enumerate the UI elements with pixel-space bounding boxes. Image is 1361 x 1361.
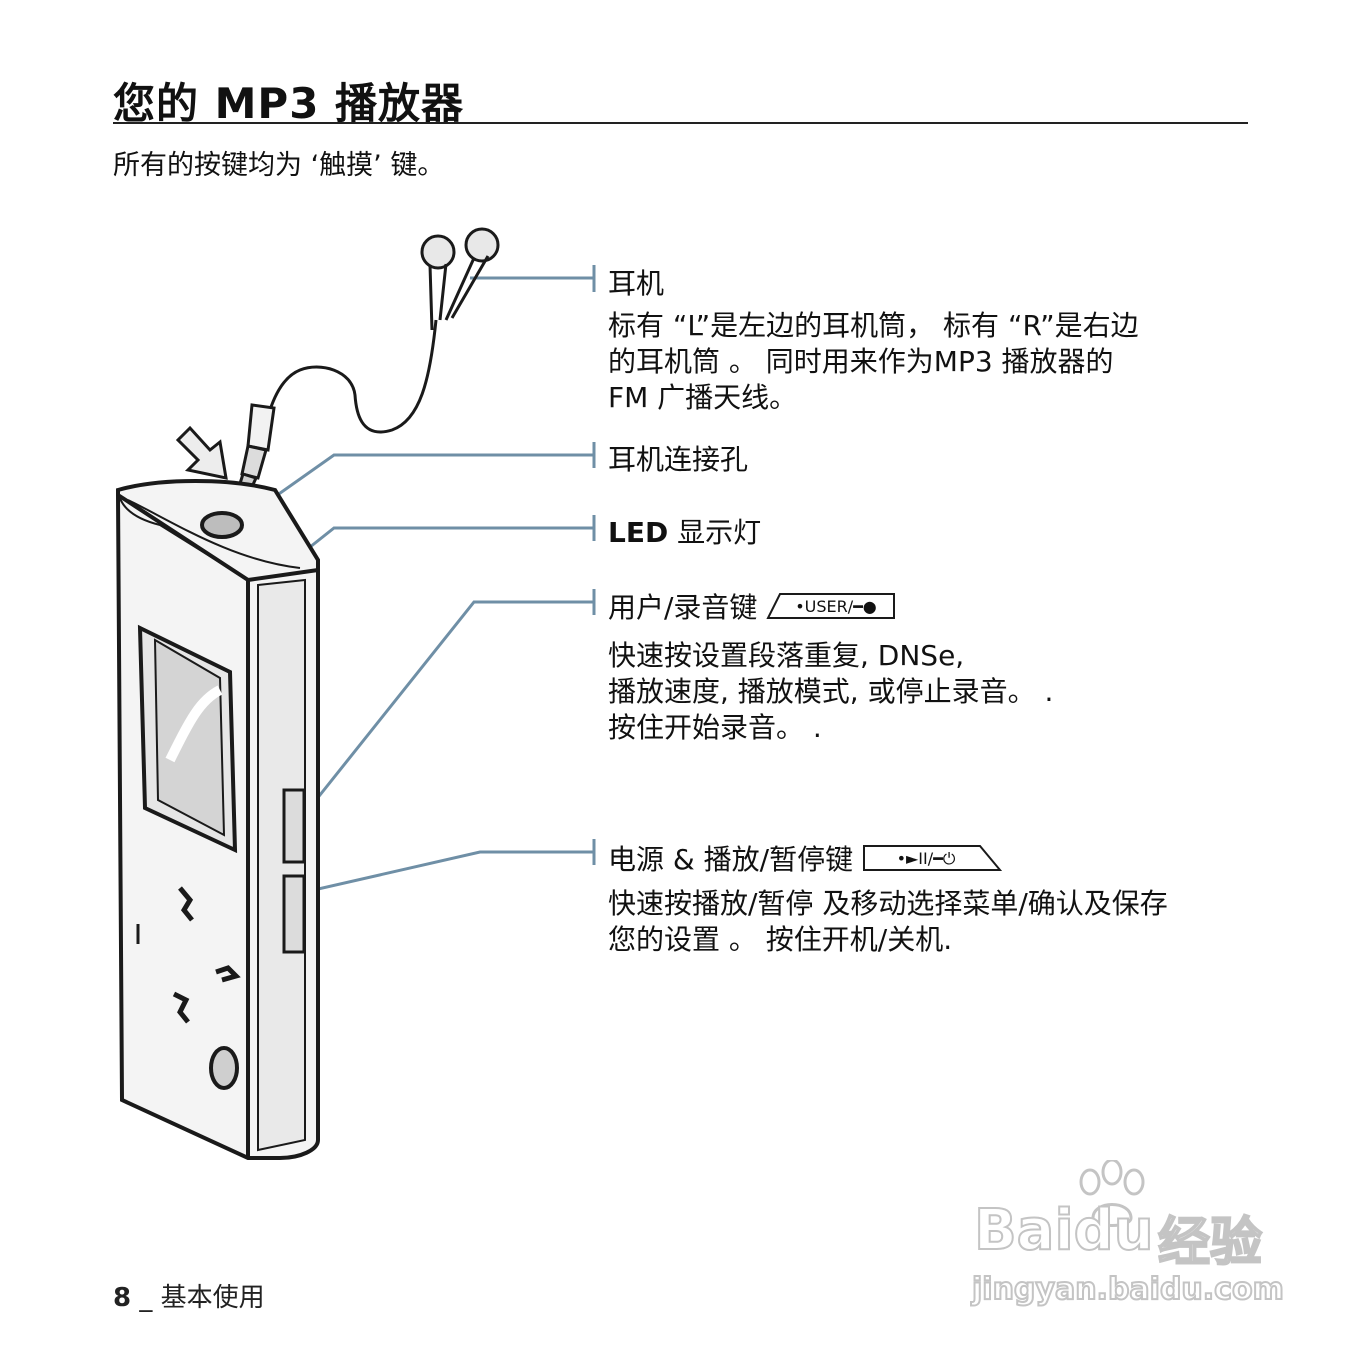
callout-earphones-label: 耳机: [608, 267, 665, 300]
watermark-brand-cn: 经验: [1157, 1212, 1263, 1274]
leader-power-key: [304, 850, 594, 894]
page-subtitle: 所有的按键均为 ‘触摸’ 键。: [113, 150, 445, 181]
leader-led: [299, 526, 594, 557]
desc-line: 快速按播放/暂停 及移动选择菜单/确认及保存: [608, 887, 1168, 920]
power-key-icon: •►II/━⏻: [862, 844, 1002, 872]
page-number: 8: [113, 1283, 132, 1313]
callout-jack-label: 耳机连接孔: [608, 443, 749, 476]
desc-line: 您的设置 。 按住开机/关机.: [608, 923, 953, 956]
callout-user-key-label: 用户/录音键 •USER/━●: [608, 586, 898, 626]
paw-icon: [1079, 1160, 1145, 1227]
desc-line: FM 广播天线。: [608, 381, 798, 414]
insert-arrow: [175, 425, 228, 480]
baidu-watermark: Baidu 经验 jingyan.baidu.com: [968, 1160, 1288, 1310]
callout-power-key-desc: 快速按播放/暂停 及移动选择菜单/确认及保存 您的设置 。 按住开机/关机.: [608, 886, 1168, 958]
callout-power-key-label: 电源 & 播放/暂停键 •►II/━⏻: [608, 838, 1002, 878]
led-label-bold: LED: [608, 516, 669, 549]
page-footer: 8 _ 基本使用: [113, 1277, 265, 1314]
watermark-url: jingyan.baidu.com: [971, 1271, 1285, 1308]
power-key-label-text: 电源 & 播放/暂停键: [608, 843, 854, 876]
desc-line: 的耳机筒 。 同时用来作为MP3 播放器的: [608, 345, 1114, 378]
leader-user-key: [298, 600, 594, 821]
led-label-rest: 显示灯: [668, 516, 762, 549]
footer-section: _ 基本使用: [139, 1283, 265, 1313]
desc-line: 按住开始录音。 .: [608, 711, 822, 744]
callout-earphones-desc: 标有 “L”是左边的耳机筒， 标有 “R”是右边 的耳机筒 。 同时用来作为MP…: [608, 308, 1139, 416]
watermark-brand-b: du: [1073, 1197, 1155, 1264]
leader-jack: [241, 453, 594, 522]
watermark-brand-a: Bai: [973, 1197, 1075, 1264]
earphones-drawing: [234, 227, 500, 502]
user-key-label-text: 用户/录音键: [608, 591, 758, 624]
user-key-icon: •USER/━●: [766, 592, 898, 620]
desc-line: 快速按设置段落重复, DNSe,: [608, 639, 965, 672]
title-divider: [113, 122, 1248, 124]
desc-line: 播放速度, 播放模式, 或停止录音。 .: [608, 675, 1054, 708]
device-body: [116, 479, 320, 1160]
page-title: 您的 MP3 播放器: [113, 79, 465, 128]
callout-led-label: LED 显示灯: [608, 511, 761, 551]
user-key-icon-text: •USER/━●: [796, 597, 878, 616]
power-key-icon-text: •►II/━⏻: [897, 849, 956, 868]
callout-user-key-desc: 快速按设置段落重复, DNSe, 播放速度, 播放模式, 或停止录音。 . 按住…: [608, 638, 1053, 746]
desc-line: 标有 “L”是左边的耳机筒， 标有 “R”是右边: [608, 309, 1139, 342]
watermark-brand: Baidu: [973, 1197, 1155, 1264]
